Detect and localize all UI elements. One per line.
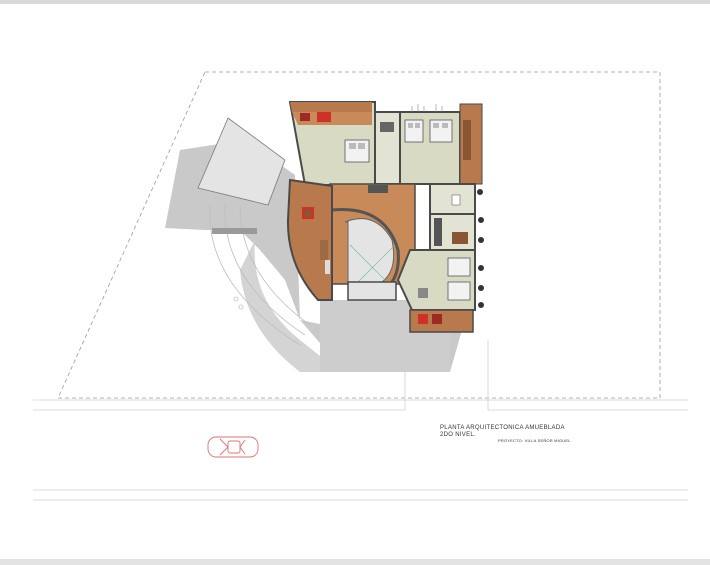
shrubs xyxy=(477,189,484,308)
plants-top xyxy=(411,104,443,112)
project-name: PROYECTO: VILLA SEÑOR MIGUEL xyxy=(498,438,571,443)
top-border xyxy=(0,0,710,4)
parked-car-icon xyxy=(207,436,259,458)
curved-roof-terrace xyxy=(197,117,311,346)
building-footprint xyxy=(286,101,484,333)
room-family-curved xyxy=(286,178,333,301)
drawing-level: 2DO NIVEL. xyxy=(440,432,477,438)
lot-boundary xyxy=(57,71,661,399)
bottom-border xyxy=(0,559,710,565)
street-lines xyxy=(33,340,688,501)
drawing-title: PLANTA ARQUITECTONICA AMUEBLADA xyxy=(440,425,565,431)
